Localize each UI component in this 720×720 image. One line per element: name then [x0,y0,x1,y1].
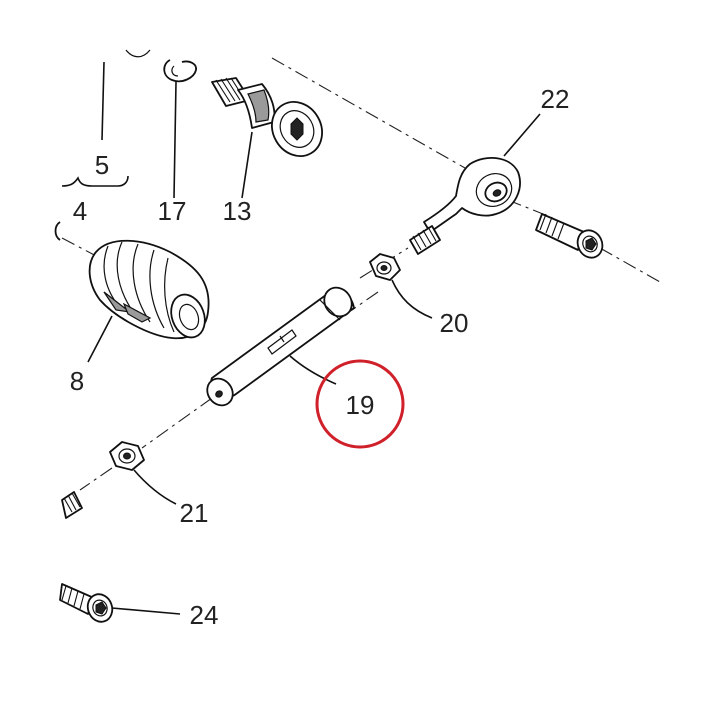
part-21-nut [109,441,177,505]
rod-end-bolt [535,213,604,259]
part-13-shoulder-screw [211,77,323,199]
part-22-rod-end [409,113,541,255]
label-part-5: 5 [95,150,109,180]
part-19-sleeve [206,286,355,407]
label-part-22: 22 [541,84,570,114]
label-part-20: 20 [440,308,469,338]
part-labels: 5 4 17 13 22 8 20 19 21 24 [70,84,570,630]
part-20-nut [369,253,433,319]
label-part-19: 19 [346,390,375,420]
label-part-17: 17 [158,196,187,226]
highlight-circle [315,359,405,449]
label-part-21: 21 [180,498,209,528]
part-8-bellows [87,239,210,363]
left-threaded-stud [61,491,83,519]
part-4-5-bracket [54,49,151,241]
label-part-13: 13 [223,196,252,226]
label-part-4: 4 [73,196,87,226]
label-part-8: 8 [70,366,84,396]
part-24-bolt [59,583,181,623]
label-part-24: 24 [190,600,219,630]
part-17-clip [163,59,197,199]
